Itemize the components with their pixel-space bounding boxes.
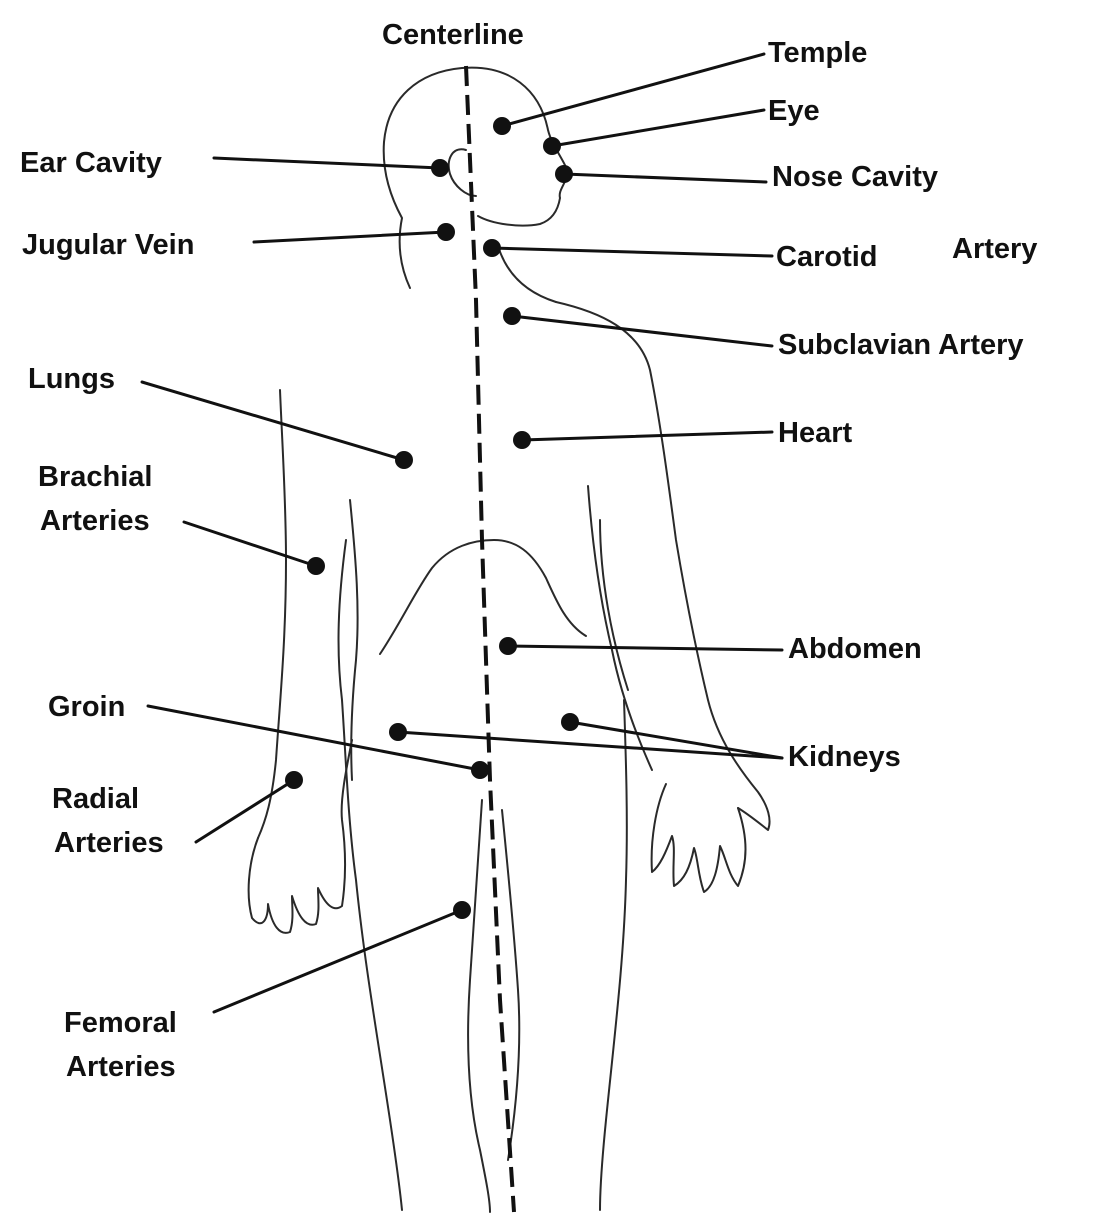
abdomen-leader [508,646,782,650]
label-carotid: Carotid [776,241,878,273]
brachial-arteries-leader [184,522,316,566]
femoral-arteries-leader [214,910,462,1012]
label-jugular-vein: Jugular Vein [22,229,194,261]
groin-leader [148,706,480,770]
label-subclavian-artery: Subclavian Artery [778,329,1024,361]
left-hand-outline [249,740,352,933]
heart-leader [522,432,772,440]
carotid-artery-leader [492,248,772,256]
label-heart: Heart [778,417,852,449]
inner-left-leg-outline [468,800,490,1212]
label-nose-cavity: Nose Cavity [772,161,938,193]
nose-cavity-point [555,165,573,183]
left-inner-arm-outline [350,500,358,780]
right-hand-outline [652,784,746,892]
label-lungs: Lungs [28,363,115,395]
eye-point [543,137,561,155]
kidney-right-point [561,713,579,731]
ear-cavity-point [431,159,449,177]
neck-outline [498,246,556,302]
inner-right-leg-outline [502,810,519,1160]
lungs-point [395,451,413,469]
left-arm-outline [258,390,286,838]
label-eye: Eye [768,95,820,127]
kidneys-leader-right [570,722,782,758]
label-brachial-arteries: Arteries [40,505,150,537]
left-torso-outline [339,540,402,1210]
radial-arteries-point [285,771,303,789]
radial-arteries-leader [196,780,294,842]
label-groin: Groin [48,691,125,723]
right-forearm-line [600,520,628,690]
heart-point [513,431,531,449]
label-radial-arteries: Arteries [54,827,164,859]
label-femoral-arteries: Arteries [66,1051,176,1083]
label-ear-cavity: Ear Cavity [20,147,162,179]
label-centerline: Centerline [382,19,524,51]
labels: Centerline Temple Eye Nose Cavity Ear Ca… [20,19,1037,1083]
groin-point [471,761,489,779]
temple-point [493,117,511,135]
abdomen-point [499,637,517,655]
label-abdomen: Abdomen [788,633,922,665]
subclavian-artery-point [503,307,521,325]
brachial-arteries-point [307,557,325,575]
label-femoral: Femoral [64,1007,177,1039]
carotid-artery-point [483,239,501,257]
kidneys-leader-left [398,732,782,758]
label-radial: Radial [52,783,139,815]
kidney-left-point [389,723,407,741]
nose-cavity-leader [564,174,766,182]
label-brachial: Brachial [38,461,152,493]
leader-lines [142,54,782,1012]
label-kidneys: Kidneys [788,741,901,773]
femoral-arteries-point [453,901,471,919]
jugular-vein-point [437,223,455,241]
lungs-leader [142,382,404,460]
subclavian-artery-leader [512,316,772,346]
label-carotid-artery: Artery [952,233,1037,265]
right-torso-outline [600,700,627,1210]
label-temple: Temple [768,37,867,69]
jugular-vein-leader [254,232,446,242]
eye-leader [552,110,764,146]
ear-cavity-leader [214,158,440,168]
